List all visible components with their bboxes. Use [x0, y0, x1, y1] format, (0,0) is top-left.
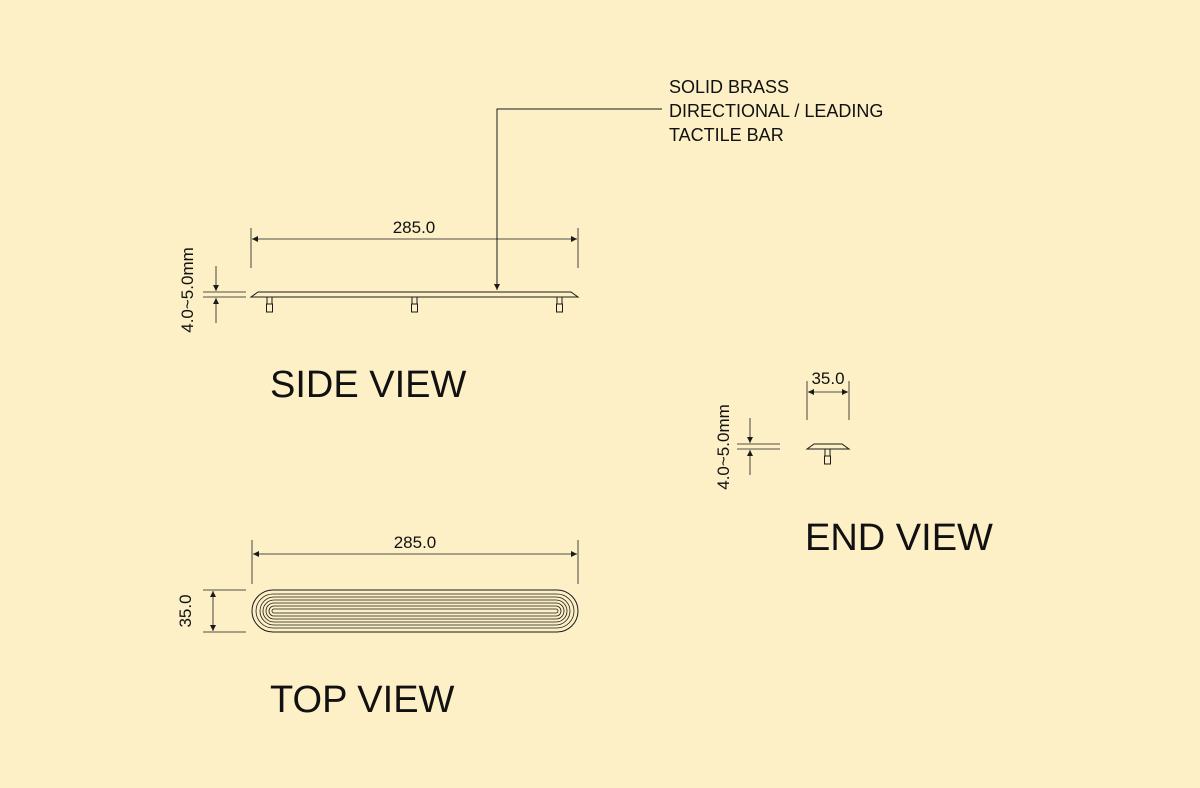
side-length-label: 285.0 — [393, 218, 436, 237]
end-width-label: 35.0 — [811, 369, 844, 388]
end-view: 35.0 4.0~5.0mm END VIEW — [714, 369, 993, 559]
side-pin-middle — [411, 296, 418, 313]
end-bar-profile — [805, 443, 851, 450]
callout: SOLID BRASS DIRECTIONAL / LEADING TACTIL… — [494, 77, 883, 290]
top-bar-outline — [251, 589, 579, 633]
side-pin-left — [266, 296, 273, 313]
end-pin — [824, 448, 831, 465]
end-height-label: 4.0~5.0mm — [714, 404, 733, 490]
callout-line-1: SOLID BRASS — [669, 77, 789, 97]
side-height-label: 4.0~5.0mm — [178, 247, 197, 333]
side-pin-right — [556, 296, 563, 313]
callout-line-2: DIRECTIONAL / LEADING — [669, 101, 883, 121]
end-view-title: END VIEW — [805, 517, 993, 559]
side-bar-profile — [249, 291, 580, 298]
top-view-title: TOP VIEW — [270, 679, 455, 721]
top-view: 285.0 35.0 TOP VIEW — [176, 533, 579, 721]
callout-leader-line — [494, 108, 662, 290]
top-width-label: 35.0 — [176, 594, 195, 627]
callout-line-3: TACTILE BAR — [669, 125, 784, 145]
top-length-label: 285.0 — [394, 533, 437, 552]
side-view-title: SIDE VIEW — [270, 364, 466, 406]
side-view: 285.0 4.0~5.0mm SIDE VIEW — [178, 218, 580, 406]
